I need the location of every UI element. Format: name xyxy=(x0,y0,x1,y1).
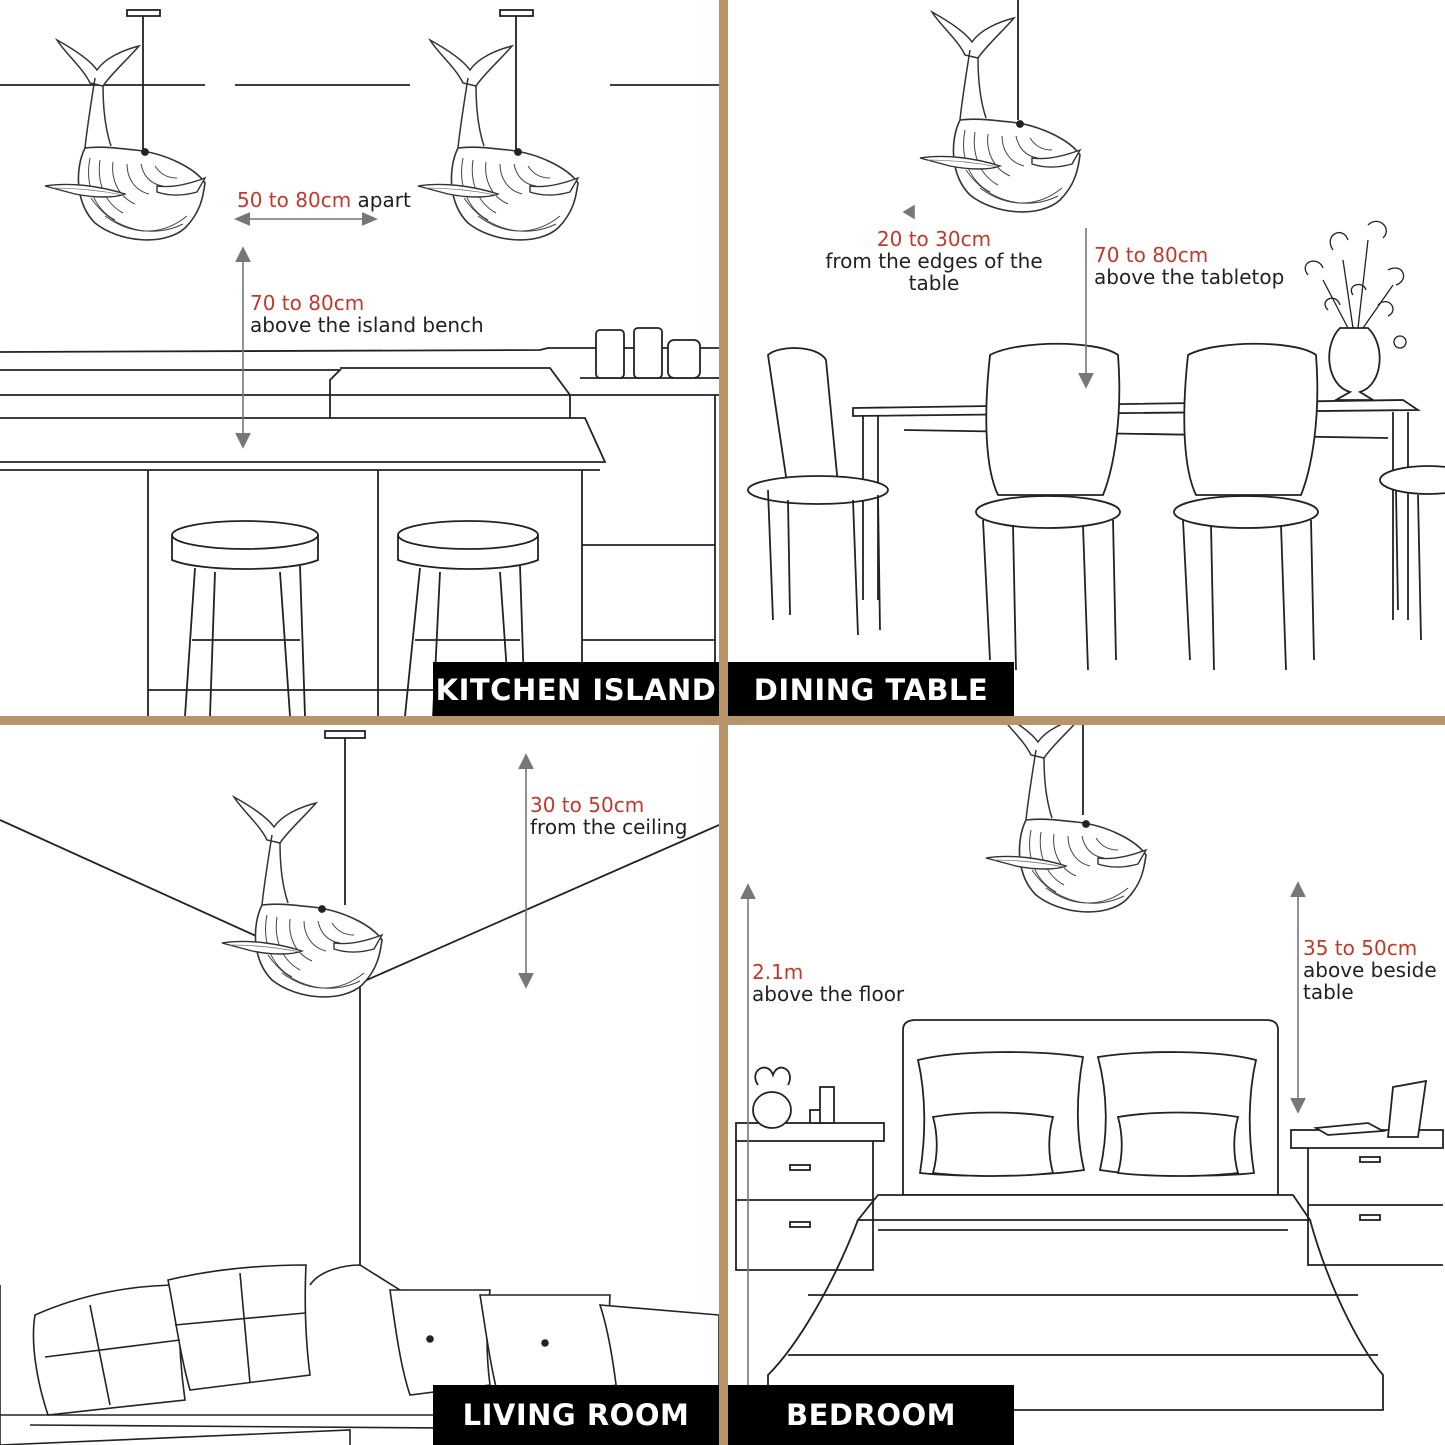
kitchen-height-annotation: 70 to 80cm above the island bench xyxy=(250,292,484,336)
dining-edge-value: 20 to 30cm xyxy=(876,227,992,251)
kitchen-height-value: 70 to 80cm xyxy=(250,291,365,315)
dining-illustration xyxy=(747,0,1445,671)
dining-table-panel: 20 to 30cm from the edges of the table 7… xyxy=(728,0,1445,716)
dining-height-note: above the tabletop xyxy=(1094,265,1285,289)
bedroom-side-annotation: 35 to 50cm above beside table xyxy=(1303,937,1437,1003)
living-room-panel: 30 to 50cm from the ceiling LIVING ROOM xyxy=(0,725,719,1445)
living-ceiling-annotation: 30 to 50cm from the ceiling xyxy=(530,794,687,838)
dining-table-label: DINING TABLE xyxy=(728,662,1014,716)
kitchen-illustration xyxy=(0,9,719,716)
kitchen-island-label: KITCHEN ISLAND xyxy=(433,662,719,716)
kitchen-height-note: above the island bench xyxy=(250,313,484,337)
bedroom-floor-note: above the floor xyxy=(752,982,905,1006)
bedroom-side-note-2: table xyxy=(1303,980,1354,1004)
bedroom-floor-value: 2.1m xyxy=(752,960,804,984)
bedroom-panel: 2.1m above the floor 35 to 50cm above be… xyxy=(728,725,1445,1445)
living-illustration xyxy=(0,730,719,1445)
dining-edge-note-2: table xyxy=(908,271,960,295)
dining-height-annotation: 70 to 80cm above the tabletop xyxy=(1094,244,1284,288)
dining-height-value: 70 to 80cm xyxy=(1094,243,1209,267)
bedroom-label: BEDROOM xyxy=(728,1385,1014,1445)
kitchen-spacing-annotation: 50 to 80cm apart xyxy=(237,189,411,211)
kitchen-island-panel: 50 to 80cm apart 70 to 80cm above the is… xyxy=(0,0,719,716)
kitchen-spacing-note: apart xyxy=(357,188,411,212)
dining-edge-note-1: from the edges of the xyxy=(825,249,1043,273)
horizontal-divider xyxy=(0,716,1445,725)
dining-edge-annotation: 20 to 30cm from the edges of the table xyxy=(824,228,1044,294)
bedroom-floor-annotation: 2.1m above the floor xyxy=(752,961,904,1005)
bedroom-side-note-1: above beside xyxy=(1303,958,1437,982)
living-ceiling-value: 30 to 50cm xyxy=(530,793,645,817)
bedroom-side-value: 35 to 50cm xyxy=(1303,936,1418,960)
bedroom-illustration xyxy=(735,725,1444,1445)
living-ceiling-note: from the ceiling xyxy=(530,815,688,839)
living-room-label: LIVING ROOM xyxy=(433,1385,719,1445)
kitchen-spacing-value: 50 to 80cm xyxy=(237,188,352,212)
